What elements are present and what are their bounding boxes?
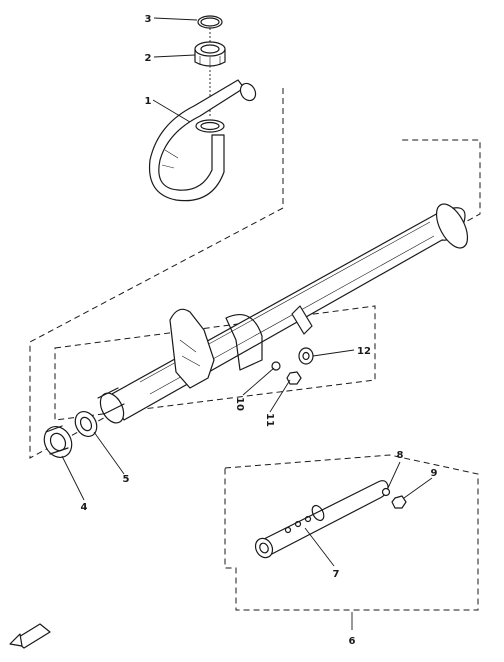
callout-6: 6: [349, 636, 356, 647]
silencer-insert-part: [254, 480, 389, 559]
nut-part: [286, 371, 302, 385]
callout-3: 3: [145, 14, 152, 25]
group-box-upper: [29, 88, 481, 459]
o-ring-part: [197, 15, 223, 29]
leader-lines: [61, 17, 433, 630]
callout-8: 8: [397, 450, 404, 461]
joint-nut-part: [43, 425, 73, 458]
callout-1: 1: [145, 96, 152, 107]
callout-4: 4: [81, 502, 88, 513]
callout-5: 5: [123, 474, 130, 485]
gasket-part: [74, 410, 98, 438]
silencer-nut-part: [391, 495, 407, 509]
silencer-washer-part: [381, 487, 391, 497]
front-direction-logo: [9, 623, 51, 649]
exhaust-pipe-part: [148, 79, 257, 202]
callout-9: 9: [431, 468, 438, 479]
muffler-body: [97, 203, 469, 424]
mounting-plate: [291, 305, 313, 335]
exhaust-nut-part: [194, 41, 226, 68]
callout-11: 11: [264, 413, 275, 427]
damper-part: [298, 347, 314, 365]
group-box-silencer: [224, 454, 479, 611]
callout-12: 12: [357, 346, 371, 357]
callout-2: 2: [145, 53, 152, 64]
callout-10: 10: [234, 397, 245, 411]
callout-7: 7: [333, 569, 340, 580]
